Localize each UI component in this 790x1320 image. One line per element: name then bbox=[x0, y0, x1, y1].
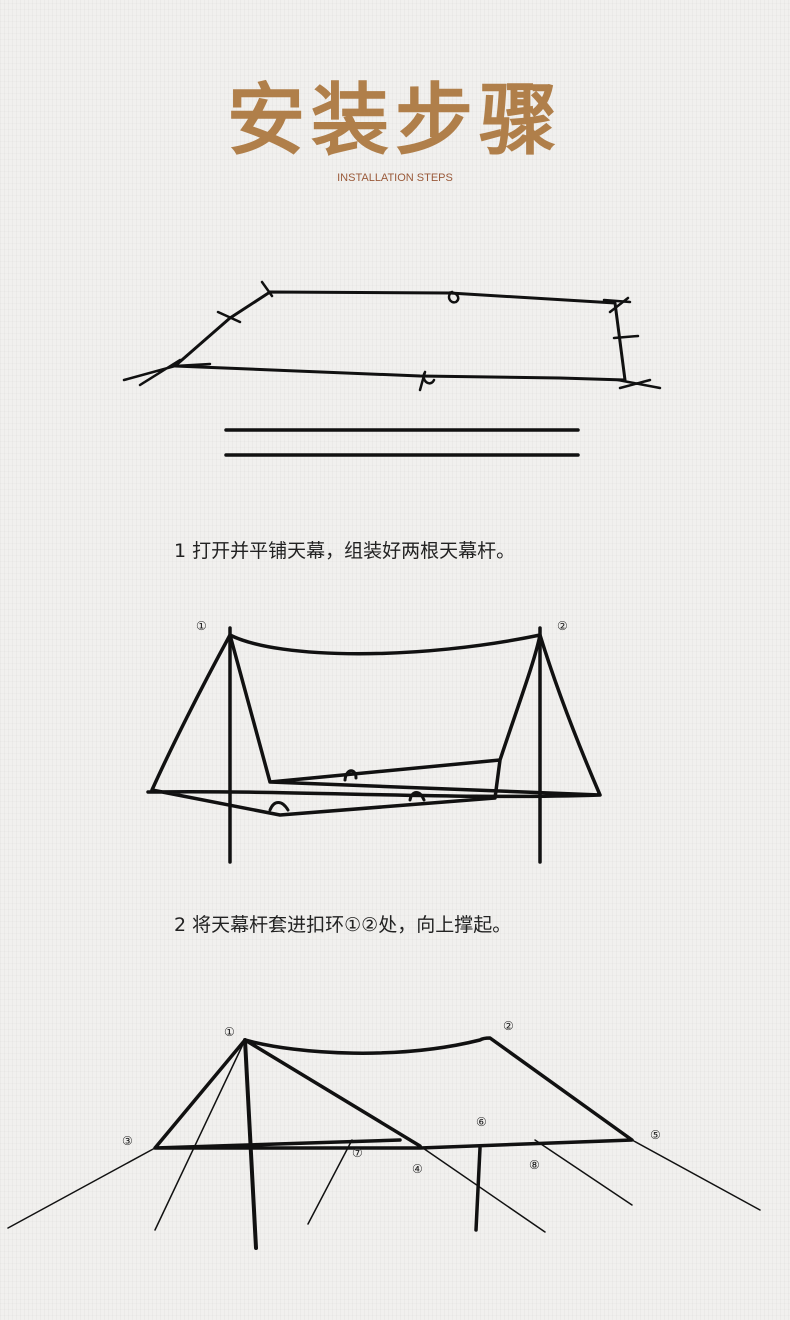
step-2-text: 2 将天幕杆套进扣环①②处，向上撑起。 bbox=[174, 914, 512, 936]
pole-1 bbox=[243, 1038, 258, 1250]
label-1: ① bbox=[196, 619, 207, 633]
tarp-outline bbox=[153, 1036, 634, 1150]
label-2: ② bbox=[503, 1019, 514, 1033]
page-title: 安装步骤 bbox=[226, 76, 563, 166]
step1-diagram bbox=[122, 280, 662, 457]
label-2: ② bbox=[557, 619, 568, 633]
guy-lines bbox=[7, 1039, 761, 1233]
tarp-outline bbox=[173, 290, 627, 382]
label-4: ④ bbox=[412, 1162, 423, 1176]
label-5: ⑤ bbox=[650, 1128, 661, 1142]
tarp-loops bbox=[268, 769, 426, 812]
pole-center bbox=[474, 1146, 482, 1232]
step2-diagram: ① ② bbox=[146, 619, 602, 864]
label-8: ⑧ bbox=[529, 1158, 540, 1172]
label-6: ⑥ bbox=[476, 1115, 487, 1129]
tarp-ties bbox=[122, 280, 662, 392]
page-subtitle: INSTALLATION STEPS bbox=[337, 172, 453, 184]
step-1-text: 1 打开并平铺天幕，组装好两根天幕杆。 bbox=[174, 540, 516, 562]
label-1: ① bbox=[224, 1025, 235, 1039]
step3-diagram: ① ② ③ ④ ⑤ ⑥ ⑦ ⑧ bbox=[7, 1019, 761, 1250]
label-7: ⑦ bbox=[352, 1146, 363, 1160]
tarp-outline bbox=[146, 633, 602, 817]
label-3: ③ bbox=[122, 1134, 133, 1148]
